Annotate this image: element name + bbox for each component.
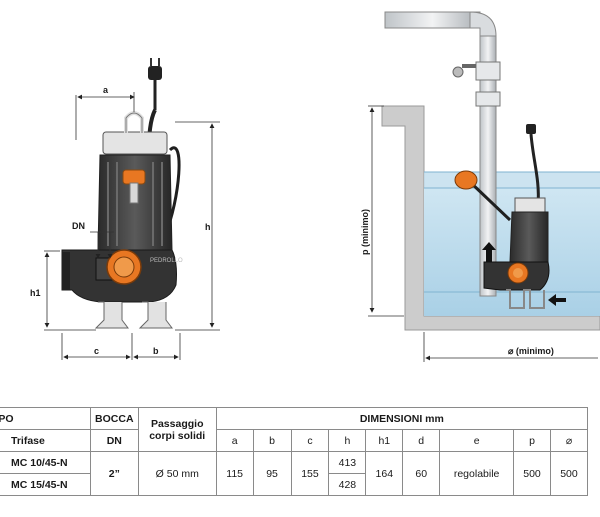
dim-diameter-label: ⌀ (minimo) [508,346,554,356]
value-d: 60 [402,451,441,496]
model-row-2: MC 15/45-N [0,473,91,496]
header-passaggio-line1: Passaggio [150,417,204,430]
col-h: h [328,429,367,452]
value-a: 115 [215,451,254,496]
right-installation-drawing: p (minimo) ⌀ (minimo) [360,11,600,362]
left-pump-drawing: PEDROLLO a h h1 DN c b [30,58,220,360]
col-d: d [402,429,441,452]
col-h1: h1 [365,429,404,452]
dim-h1-label: h1 [30,288,41,298]
value-h-1: 413 [328,451,367,474]
value-b: 95 [252,451,292,496]
value-h1: 164 [365,451,404,496]
impeller-cover-icon [106,249,142,285]
col-e: e [439,429,515,452]
header-dimensioni: DIMENSIONI mm [215,407,589,430]
model-row-1: MC 10/45-N [0,451,91,474]
dim-h-label: h [205,222,211,232]
value-p: 500 [513,451,551,496]
header-passaggio-line2: corpi solidi [149,429,206,442]
header-trifase: Trifase [0,429,91,452]
header-bocca: BOCCA [89,407,139,430]
plug-icon [148,58,162,80]
col-c: c [290,429,330,452]
value-h-2: 428 [328,473,367,496]
bocca-value: 2” [89,451,139,496]
dim-dn-label: DN [72,221,85,231]
inflow-arrow-icon [548,294,566,306]
value-diameter: 500 [549,451,589,496]
float-switch-icon [122,169,146,204]
value-e: regolabile [439,451,515,496]
dim-p-label: p (minimo) [360,209,370,255]
col-b: b [252,429,292,452]
col-p: p [513,429,551,452]
dim-c-label: c [94,346,99,356]
dim-b-label: b [153,346,159,356]
col-diameter: ⌀ [549,429,589,452]
specifications-table: TIPO BOCCA Passaggio corpi solidi DIMENS… [0,407,589,496]
header-passaggio: Passaggio corpi solidi [137,407,217,452]
header-tipo: TIPO [0,407,91,430]
col-a: a [215,429,254,452]
brand-label: PEDROLLO [150,258,183,264]
dim-a-label: a [103,85,109,95]
right-float-switch-icon [454,170,512,222]
header-dn: DN [89,429,139,452]
passaggio-value: Ø 50 mm [137,451,217,496]
pump-installation-diagram: PEDROLLO a h h1 DN c b [30,11,600,362]
valve-handle-icon [452,64,476,78]
value-c: 155 [290,451,330,496]
flow-up-arrow-icon [482,242,496,262]
